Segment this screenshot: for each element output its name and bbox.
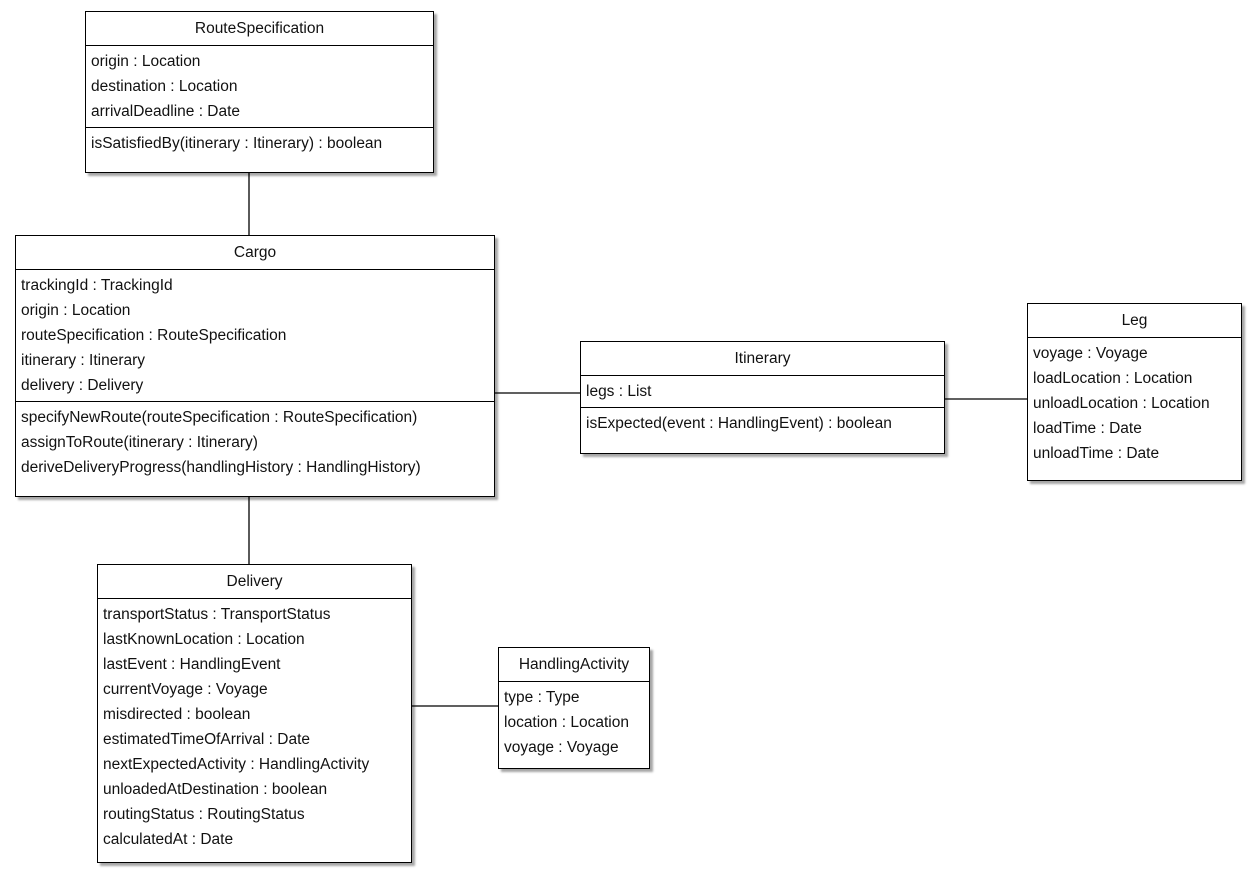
attributes-section: transportStatus : TransportStatus lastKn… [98, 599, 411, 855]
attribute: misdirected : boolean [103, 706, 251, 723]
operations-section: isExpected(event : HandlingEvent) : bool… [581, 407, 944, 439]
attribute: currentVoyage : Voyage [103, 681, 268, 698]
class-itinerary[interactable]: Itinerary legs : List isExpected(event :… [580, 341, 945, 454]
operations-section: isSatisfiedBy(itinerary : Itinerary) : b… [86, 127, 433, 159]
attribute: lastKnownLocation : Location [103, 631, 305, 648]
operation: isExpected(event : HandlingEvent) : bool… [586, 415, 892, 432]
attribute: voyage : Voyage [1033, 345, 1148, 362]
attribute: location : Location [504, 714, 629, 731]
attribute: delivery : Delivery [21, 377, 144, 394]
class-name: RouteSpecification [86, 12, 433, 46]
operation: deriveDeliveryProgress(handlingHistory :… [21, 459, 421, 476]
attribute: loadLocation : Location [1033, 370, 1193, 387]
attribute: unloadedAtDestination : boolean [103, 781, 328, 798]
class-route-specification[interactable]: RouteSpecification origin : Location des… [85, 11, 434, 173]
attribute: unloadTime : Date [1033, 445, 1160, 462]
class-handling-activity[interactable]: HandlingActivity type : Type location : … [498, 647, 650, 769]
attribute: arrivalDeadline : Date [91, 103, 241, 120]
attribute: origin : Location [21, 302, 131, 319]
operation: isSatisfiedBy(itinerary : Itinerary) : b… [91, 135, 383, 152]
attribute: itinerary : Itinerary [21, 352, 146, 369]
operation: specifyNewRoute(routeSpecification : Rou… [21, 409, 418, 426]
attribute: transportStatus : TransportStatus [103, 606, 331, 623]
attributes-section: origin : Location destination : Location… [86, 46, 433, 127]
attribute: type : Type [504, 689, 580, 706]
attribute: destination : Location [91, 78, 238, 95]
operation: assignToRoute(itinerary : Itinerary) [21, 434, 258, 451]
attributes-section: type : Type location : Location voyage :… [499, 682, 649, 763]
attribute: lastEvent : HandlingEvent [103, 656, 281, 673]
attribute: nextExpectedActivity : HandlingActivity [103, 756, 370, 773]
class-name: HandlingActivity [499, 648, 649, 682]
class-delivery[interactable]: Delivery transportStatus : TransportStat… [97, 564, 412, 863]
attribute: legs : List [586, 383, 652, 400]
attribute: routeSpecification : RouteSpecification [21, 327, 287, 344]
attribute: estimatedTimeOfArrival : Date [103, 731, 311, 748]
attribute: loadTime : Date [1033, 420, 1142, 437]
class-name: Itinerary [581, 342, 944, 376]
class-leg[interactable]: Leg voyage : Voyage loadLocation : Locat… [1027, 303, 1242, 481]
operations-section: specifyNewRoute(routeSpecification : Rou… [16, 401, 494, 483]
attributes-section: legs : List [581, 376, 944, 407]
class-name: Leg [1028, 304, 1241, 338]
attribute: origin : Location [91, 53, 201, 70]
class-name: Cargo [16, 236, 494, 270]
class-cargo[interactable]: Cargo trackingId : TrackingId origin : L… [15, 235, 495, 497]
attribute: unloadLocation : Location [1033, 395, 1210, 412]
class-name: Delivery [98, 565, 411, 599]
attributes-section: trackingId : TrackingId origin : Locatio… [16, 270, 494, 401]
attribute: voyage : Voyage [504, 739, 619, 756]
attributes-section: voyage : Voyage loadLocation : Location … [1028, 338, 1241, 469]
attribute: calculatedAt : Date [103, 831, 234, 848]
attribute: trackingId : TrackingId [21, 277, 173, 294]
attribute: routingStatus : RoutingStatus [103, 806, 305, 823]
